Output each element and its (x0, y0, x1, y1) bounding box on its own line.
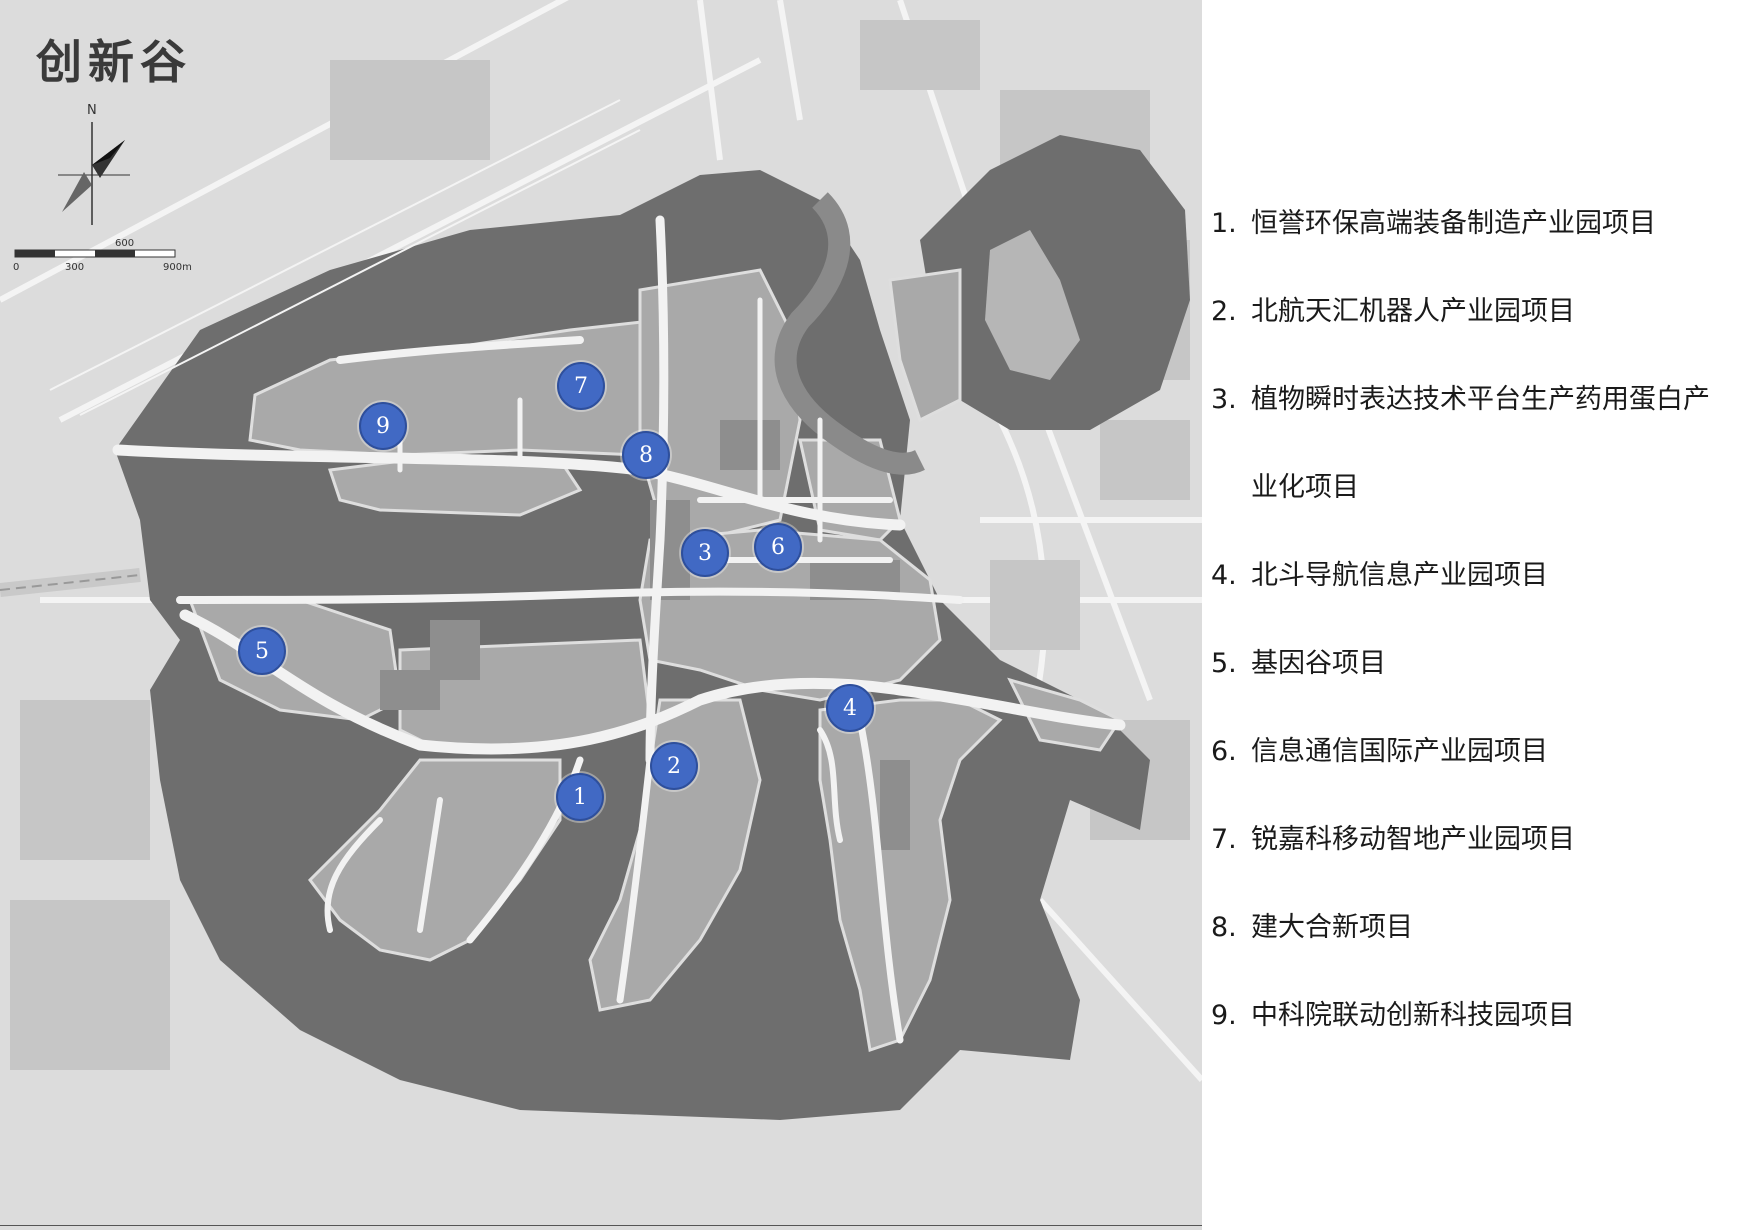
project-marker-3[interactable]: 3 (681, 529, 729, 577)
legend-item: 5. 基因谷项目 (1211, 620, 1731, 708)
project-marker-1[interactable]: 1 (556, 773, 604, 821)
legend-item: 4. 北斗导航信息产业园项目 (1211, 532, 1731, 620)
compass (58, 122, 130, 225)
legend-number: 1. (1211, 208, 1237, 239)
map-title: 创新谷 (36, 35, 192, 89)
north-label: N (87, 103, 97, 118)
project-legend: 1. 恒誉环保高端装备制造产业园项目 2. 北航天汇机器人产业园项目 3. 植物… (1211, 180, 1731, 1060)
legend-text: 基因谷项目 (1251, 648, 1386, 679)
project-marker-4[interactable]: 4 (826, 684, 874, 732)
legend-text: 北斗导航信息产业园项目 (1251, 560, 1548, 591)
legend-item: 9. 中科院联动创新科技园项目 (1211, 972, 1731, 1060)
ne-mountain-interior (985, 230, 1080, 380)
legend-text: 信息通信国际产业园项目 (1251, 736, 1548, 767)
legend-number: 2. (1211, 296, 1237, 327)
legend-text: 中科院联动创新科技园项目 (1251, 1000, 1575, 1031)
legend-item: 3. 植物瞬时表达技术平台生产药用蛋白产业化项目 (1211, 356, 1731, 532)
project-marker-5[interactable]: 5 (238, 627, 286, 675)
project-marker-9[interactable]: 9 (359, 402, 407, 450)
scale-bar (14, 249, 176, 258)
railway-dash (0, 574, 141, 591)
legend-text: 锐嘉科移动智地产业园项目 (1251, 824, 1575, 855)
legend-text: 植物瞬时表达技术平台生产药用蛋白产业化项目 (1251, 384, 1710, 503)
legend-number: 3. (1211, 384, 1237, 415)
legend-item: 8. 建大合新项目 (1211, 884, 1731, 972)
scale-label-0: 0 (13, 262, 20, 273)
river (774, 192, 925, 475)
map-panel[interactable]: 创新谷 N 0 300 600 900m 1 2 3 4 5 6 7 8 9 (0, 0, 1202, 1230)
legend-number: 6. (1211, 736, 1237, 767)
project-marker-7[interactable]: 7 (557, 362, 605, 410)
project-marker-6[interactable]: 6 (754, 523, 802, 571)
dark-blocks (380, 420, 910, 850)
legend-number: 9. (1211, 1000, 1237, 1031)
map-canvas (0, 0, 1202, 1120)
legend-item: 6. 信息通信国际产业园项目 (1211, 708, 1731, 796)
main-roads (112, 215, 1126, 1044)
project-marker-8[interactable]: 8 (622, 431, 670, 479)
project-marker-2[interactable]: 2 (650, 742, 698, 790)
legend-text: 建大合新项目 (1251, 912, 1413, 943)
legend-text: 恒誉环保高端装备制造产业园项目 (1251, 208, 1656, 239)
scale-label-900: 900m (163, 262, 192, 273)
legend-item: 2. 北航天汇机器人产业园项目 (1211, 268, 1731, 356)
power-corridors (49, 99, 641, 416)
legend-number: 5. (1211, 648, 1237, 679)
legend-number: 7. (1211, 824, 1237, 855)
legend-item: 1. 恒誉环保高端装备制造产业园项目 (1211, 180, 1731, 268)
legend-number: 4. (1211, 560, 1237, 591)
legend-item: 7. 锐嘉科移动智地产业园项目 (1211, 796, 1731, 884)
legend-number: 8. (1211, 912, 1237, 943)
legend-text: 北航天汇机器人产业园项目 (1251, 296, 1575, 327)
scale-label-600: 600 (115, 238, 135, 249)
scale-label-300: 300 (65, 262, 85, 273)
bottom-divider (0, 1225, 1202, 1226)
